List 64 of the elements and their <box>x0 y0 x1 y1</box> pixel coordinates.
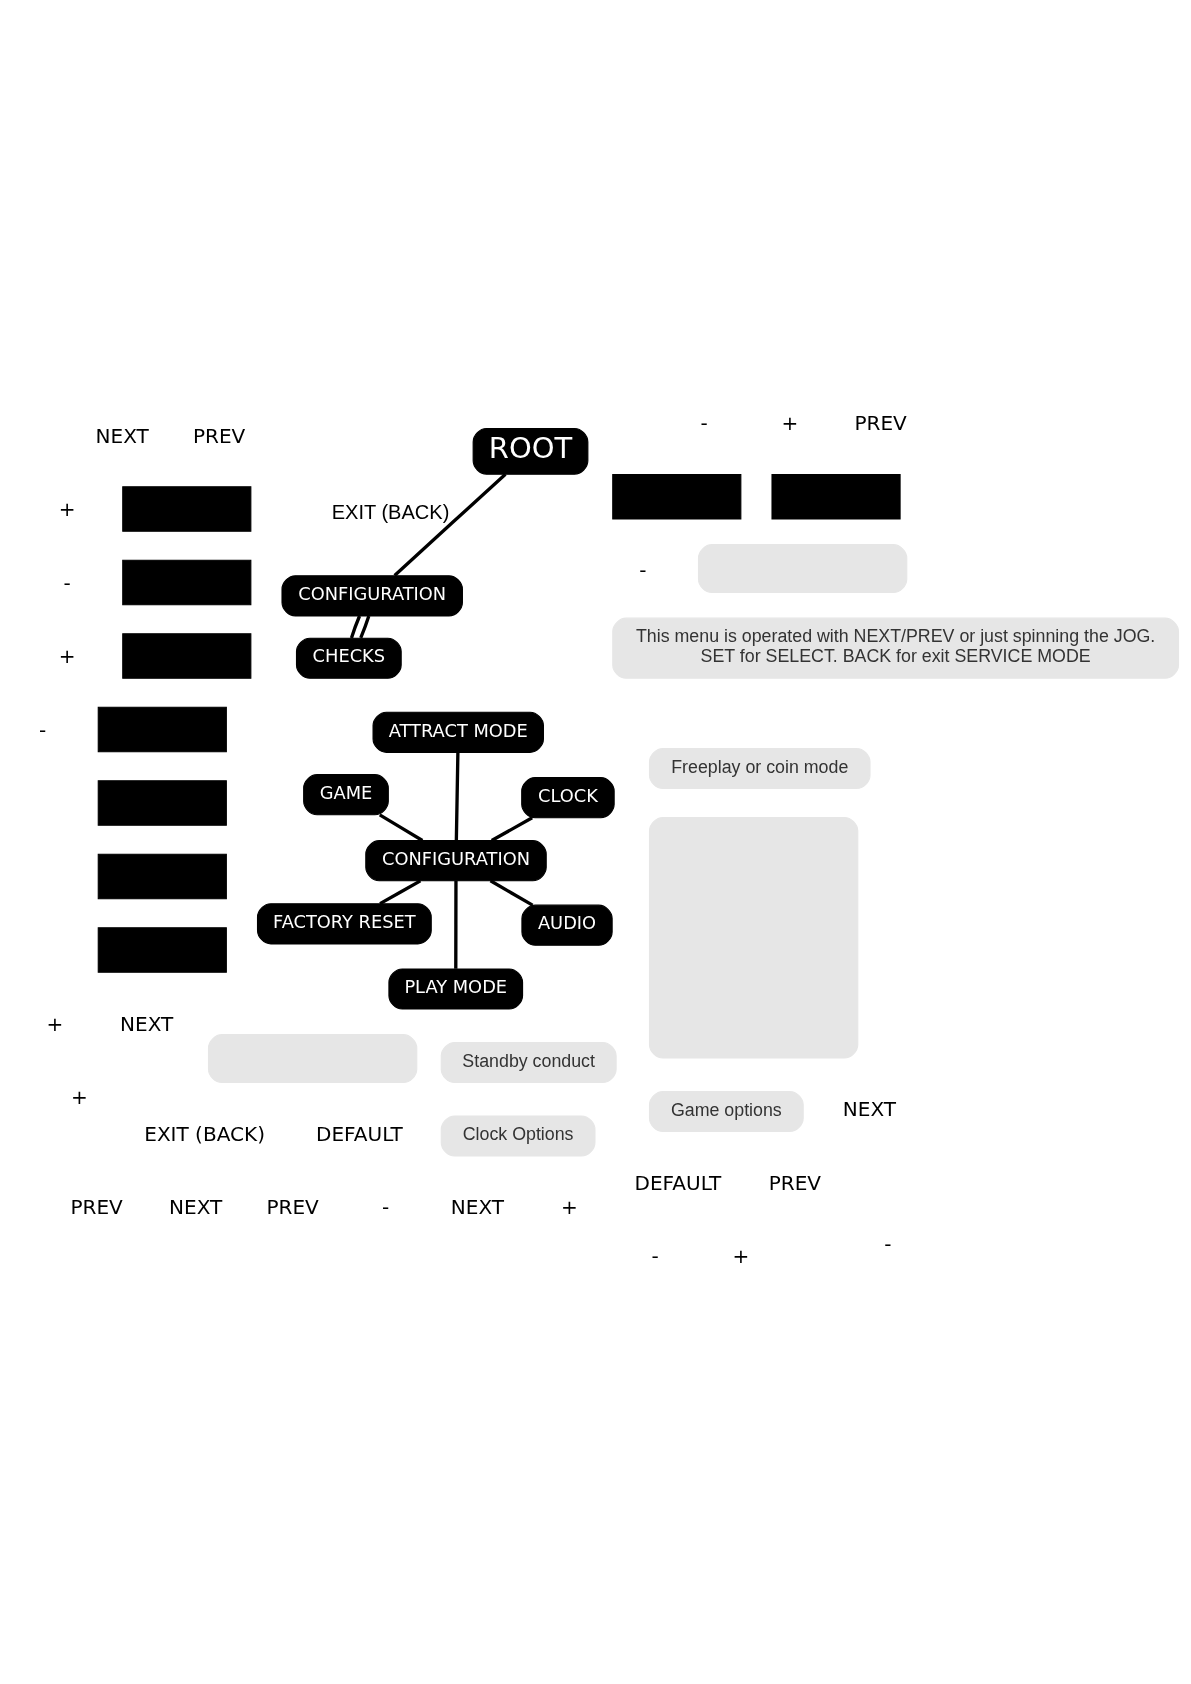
label: - <box>700 411 708 436</box>
label: - <box>38 717 47 742</box>
label: PREV <box>768 1170 822 1195</box>
node-box: Clock Options <box>440 1115 596 1157</box>
node-box: ROOT <box>472 427 589 475</box>
node-box <box>122 559 252 606</box>
label: - <box>651 1244 659 1269</box>
node-box <box>97 927 227 973</box>
label: + <box>58 497 76 522</box>
node-box <box>771 473 901 520</box>
label: EXIT (BACK) <box>144 1121 265 1146</box>
label: NEXT <box>95 423 149 448</box>
label: DEFAULT <box>316 1121 403 1146</box>
label: DEFAULT <box>634 1170 722 1195</box>
node-box: ATTRACT MODE <box>372 711 544 753</box>
label: PREV <box>854 411 907 436</box>
label: + <box>70 1085 88 1110</box>
node-box <box>122 633 252 679</box>
node-box: CLOCK <box>521 777 615 819</box>
label: + <box>781 411 799 436</box>
connector <box>489 879 534 907</box>
node-box <box>97 780 227 826</box>
label: PREV <box>70 1195 123 1220</box>
connector <box>393 473 507 577</box>
node-box: GAME <box>303 774 389 816</box>
label: - <box>884 1232 892 1257</box>
label: + <box>46 1011 64 1036</box>
connector <box>454 752 460 841</box>
label: NEXT <box>842 1097 897 1122</box>
node-box <box>97 853 227 900</box>
label: PREV <box>192 423 246 448</box>
label: NEXT <box>120 1011 174 1036</box>
connector <box>490 816 533 842</box>
node-box: This menu is operated with NEXT/PREV or just spinning the JOG. SET for SELECT. BACK for exit SERVICE MODE <box>612 617 1180 679</box>
label: - <box>63 570 71 595</box>
label: - <box>381 1195 390 1220</box>
node-box <box>122 486 252 532</box>
node-box <box>612 473 742 520</box>
label: + <box>732 1244 750 1269</box>
connector <box>359 615 371 639</box>
node-box: CONFIGURATION <box>281 575 463 617</box>
node-box: Game options <box>648 1090 804 1133</box>
connector <box>378 813 424 842</box>
label: - <box>639 558 647 583</box>
label: + <box>560 1195 578 1220</box>
node-box: FACTORY RESET <box>256 903 432 945</box>
node-box <box>697 544 908 594</box>
node-box <box>648 816 859 1059</box>
label: NEXT <box>450 1195 505 1220</box>
node-box: CHECKS <box>295 637 402 679</box>
node-box: Freeplay or coin mode <box>648 747 871 790</box>
node-box: PLAY MODE <box>388 968 524 1010</box>
connector <box>454 880 458 969</box>
node-box <box>207 1034 418 1084</box>
connector <box>349 615 362 639</box>
edge-label: EXIT (BACK) <box>331 501 450 524</box>
node-box <box>97 706 227 753</box>
label: + <box>58 644 76 669</box>
node-box: Standby conduct <box>440 1041 617 1084</box>
node-box: CONFIGURATION <box>365 840 547 882</box>
connector <box>379 879 422 906</box>
label: NEXT <box>169 1195 223 1220</box>
label: PREV <box>266 1195 319 1220</box>
node-box: AUDIO <box>521 904 613 946</box>
